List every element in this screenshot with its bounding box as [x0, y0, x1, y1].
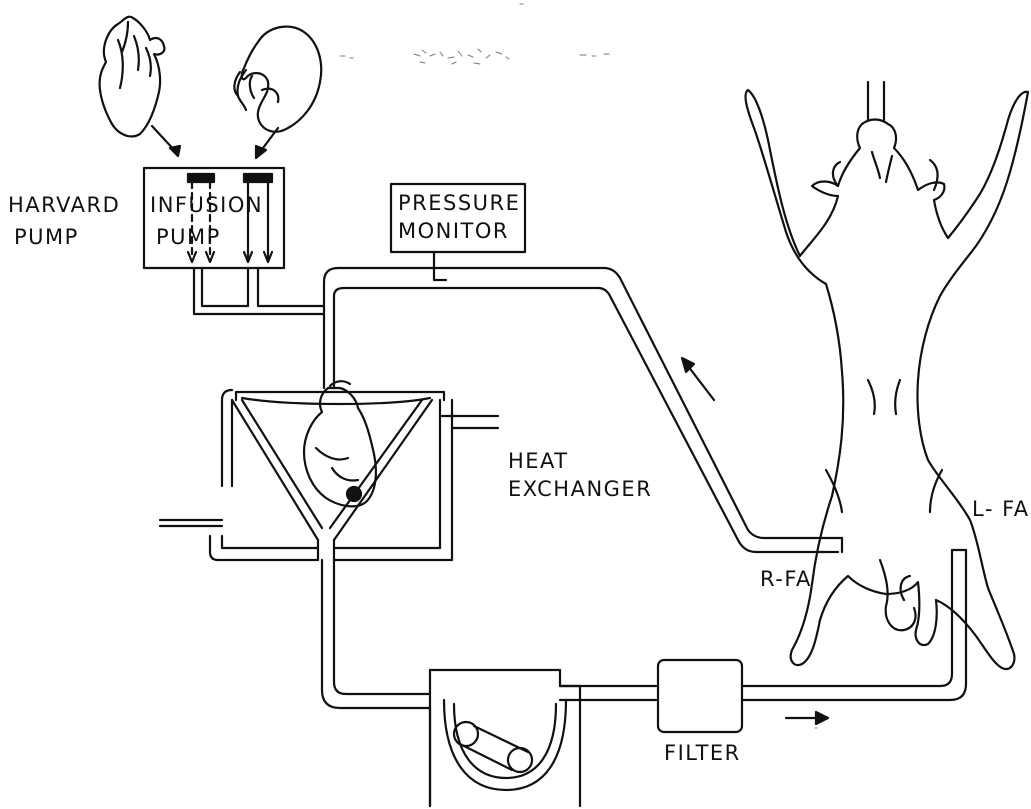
flow-arrowhead-bottom	[816, 712, 828, 724]
pressure-monitor-lead	[434, 252, 446, 280]
heat-exchanger	[160, 390, 498, 560]
scan-noise	[340, 4, 817, 728]
harvard-pump-label-line1: HARVARD	[8, 192, 120, 218]
heart-icon	[100, 17, 165, 137]
filter-box	[658, 660, 742, 732]
l-fa-label: L- FA	[972, 496, 1030, 522]
venous-tube	[322, 560, 430, 708]
filter-label: FILTER	[664, 740, 741, 766]
pressure-monitor-label-line1: PRESSURE	[398, 190, 520, 216]
flow-arrow-diagonal	[688, 366, 714, 400]
arterial-tube-inner	[334, 288, 838, 552]
arrowhead-heart	[170, 146, 180, 156]
pump-output-tubes	[194, 268, 324, 314]
heat-exchanger-label-line1: HEAT	[508, 448, 569, 474]
harvard-pump-label-line2: PUMP	[14, 224, 79, 250]
pressure-monitor-label-line2: MONITOR	[398, 218, 509, 244]
kidney-icon	[234, 27, 321, 132]
infusion-pump-label-line2: PUMP	[156, 224, 221, 250]
syringe-right	[244, 174, 272, 262]
roller-pump	[430, 670, 656, 806]
r-fa-label: R-FA	[760, 566, 812, 592]
infusion-pump-label-line1: INFUSION	[150, 192, 263, 218]
perfused-heart-icon	[304, 381, 376, 506]
heat-exchanger-label-line2: EXCHANGER	[508, 476, 652, 502]
